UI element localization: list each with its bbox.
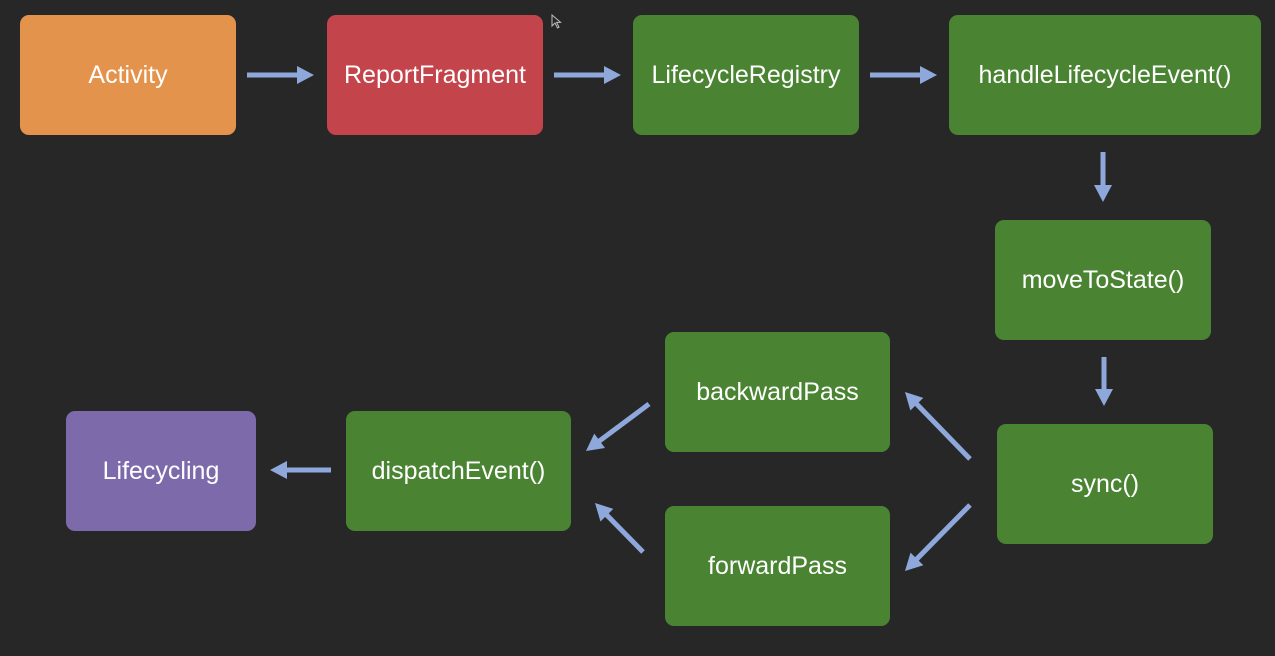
arrowhead-icon xyxy=(270,461,287,479)
node-lifecycle-registry-label: LifecycleRegistry xyxy=(651,60,841,89)
edge-move-to-state-to-sync xyxy=(1095,357,1113,406)
node-dispatch-event-label: dispatchEvent() xyxy=(371,456,546,485)
edge-forward-pass-to-dispatch-event xyxy=(595,503,645,554)
node-lifecycling-label: Lifecycling xyxy=(102,456,220,485)
node-sync: sync() xyxy=(997,424,1213,544)
edge-backward-pass-to-dispatch-event xyxy=(586,401,651,451)
node-forward-pass: forwardPass xyxy=(665,506,890,626)
node-report-fragment: ReportFragment xyxy=(327,15,543,135)
arrowhead-icon xyxy=(297,66,314,84)
arrowhead-icon xyxy=(1094,185,1112,202)
arrowhead-icon xyxy=(595,503,614,522)
edge-dispatch-event-to-lifecycling xyxy=(270,461,331,479)
edge-activity-to-report-fragment xyxy=(247,66,314,84)
edge-lifecycle-registry-to-handle-lifecycle-event xyxy=(870,66,937,84)
node-lifecycling: Lifecycling xyxy=(66,411,256,531)
edge-report-fragment-to-lifecycle-registry xyxy=(554,66,621,84)
node-move-to-state-label: moveToState() xyxy=(1021,265,1185,294)
arrowhead-icon xyxy=(604,66,621,84)
node-dispatch-event: dispatchEvent() xyxy=(346,411,571,531)
arrowhead-icon xyxy=(905,552,924,571)
node-backward-pass-label: backwardPass xyxy=(696,377,859,406)
arrowhead-icon xyxy=(920,66,937,84)
edge-handle-lifecycle-event-to-move-to-state xyxy=(1094,152,1112,202)
node-report-fragment-label: ReportFragment xyxy=(343,60,527,89)
edge-sync-to-backward-pass xyxy=(905,392,972,461)
node-backward-pass: backwardPass xyxy=(665,332,890,452)
arrowhead-icon xyxy=(905,392,924,411)
arrow-line xyxy=(596,401,651,445)
node-activity: Activity xyxy=(20,15,236,135)
arrow-line xyxy=(603,511,645,554)
node-forward-pass-label: forwardPass xyxy=(708,551,847,580)
arrow-line xyxy=(913,401,972,461)
arrow-line xyxy=(913,503,972,563)
node-lifecycle-registry: LifecycleRegistry xyxy=(633,15,859,135)
edge-sync-to-forward-pass xyxy=(905,503,972,571)
node-activity-label: Activity xyxy=(88,60,168,89)
node-handle-lifecycle-event: handleLifecycleEvent() xyxy=(949,15,1261,135)
arrowhead-icon xyxy=(1095,389,1113,406)
arrowhead-icon xyxy=(586,433,606,451)
mouse-pointer-icon xyxy=(551,14,562,29)
node-sync-label: sync() xyxy=(1070,469,1140,498)
node-move-to-state: moveToState() xyxy=(995,220,1211,340)
node-handle-lifecycle-event-label: handleLifecycleEvent() xyxy=(978,60,1232,89)
